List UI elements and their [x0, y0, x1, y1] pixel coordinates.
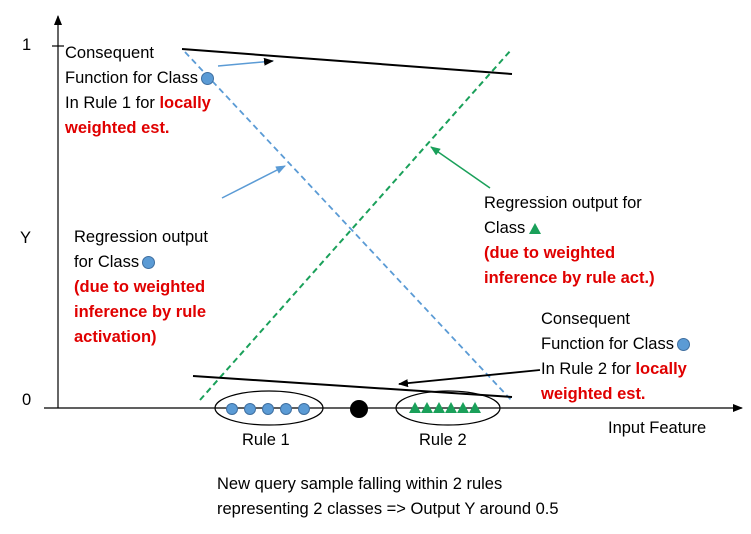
consequent1-line2: Function for Class	[65, 69, 198, 87]
consequent1-line3-row: In Rule 1 for locally	[65, 91, 214, 116]
green-sample-point	[409, 402, 421, 413]
regression-blue-line1: Regression output	[74, 228, 208, 246]
blue-sample-point	[262, 403, 274, 415]
consequent2-line2-row: Function for Class	[541, 332, 690, 357]
regression-blue-line3: (due to weighted	[74, 278, 206, 296]
rule2-label: Rule 2	[419, 431, 467, 449]
regression-blue-line4: inference by rule	[74, 303, 207, 321]
pointer-arrow-consequent2	[398, 369, 541, 388]
query-sample-point	[350, 400, 368, 418]
consequent-rule2-line	[192, 375, 513, 398]
consequent2-line3-prefix: In Rule 2 for	[541, 360, 636, 378]
blue-sample-point	[280, 403, 292, 415]
green-regression-line	[199, 49, 512, 401]
consequent2-line4: weighted est.	[541, 385, 646, 403]
consequent-rule1-label: Consequent Function for Class In Rule 1 …	[65, 41, 214, 141]
y-axis-label: Y	[20, 229, 32, 247]
rule1-samples	[226, 403, 310, 415]
y-tick-label-1: 1	[22, 36, 32, 54]
blue-circle-icon	[142, 256, 156, 270]
green-sample-point	[445, 402, 457, 413]
rule2-samples	[409, 402, 481, 413]
regression-green-line4: inference by rule act.)	[484, 269, 655, 287]
regression-green-label: Regression output for Class (due to weig…	[484, 191, 655, 291]
regression-blue-line5: activation)	[74, 328, 157, 346]
pointer-arrow-green-regression	[430, 146, 491, 189]
blue-regression-line	[184, 51, 514, 403]
blue-circle-icon	[200, 72, 214, 86]
regression-blue-line2: for Class	[74, 253, 140, 271]
consequent-rule1-line	[181, 48, 513, 75]
query-caption-line2: representing 2 classes => Output Y aroun…	[217, 500, 559, 518]
rule1-label: Rule 1	[242, 431, 290, 449]
query-caption: New query sample falling within 2 rules …	[217, 472, 559, 522]
query-caption-line1: New query sample falling within 2 rules	[217, 475, 503, 493]
regression-green-line3: (due to weighted	[484, 244, 616, 262]
regression-blue-label: Regression output for Class (due to weig…	[74, 225, 208, 350]
blue-sample-point	[226, 403, 238, 415]
rule2-ellipse	[395, 390, 501, 426]
green-sample-point	[457, 402, 469, 413]
green-triangle-icon	[529, 223, 542, 235]
regression-blue-line2-row: for Class	[74, 250, 208, 275]
regression-green-line1: Regression output for	[484, 194, 642, 212]
regression-green-line2: Class	[484, 219, 526, 237]
consequent2-line3-emph: locally	[635, 360, 687, 378]
pointer-arrow-consequent1	[217, 57, 274, 67]
consequent2-line3-row: In Rule 2 for locally	[541, 357, 690, 382]
blue-circle-icon	[676, 338, 690, 352]
regression-green-line2-row: Class	[484, 216, 655, 241]
y-tick-label-0: 0	[22, 391, 32, 409]
consequent2-line2: Function for Class	[541, 335, 674, 353]
consequent1-line1: Consequent	[65, 44, 154, 62]
pointer-arrow-blue-regression	[221, 165, 286, 199]
green-sample-point	[469, 402, 481, 413]
consequent1-line2-row: Function for Class	[65, 66, 214, 91]
green-sample-point	[421, 402, 433, 413]
rule1-ellipse	[214, 390, 324, 426]
x-axis-label: Input Feature	[608, 419, 707, 437]
consequent2-line1: Consequent	[541, 310, 630, 328]
consequent-rule2-label: Consequent Function for Class In Rule 2 …	[541, 307, 690, 407]
green-sample-point	[433, 402, 445, 413]
consequent1-line3-prefix: In Rule 1 for	[65, 94, 160, 112]
consequent1-line3-emph: locally	[159, 94, 211, 112]
consequent1-line4: weighted est.	[65, 119, 170, 137]
blue-sample-point	[244, 403, 256, 415]
blue-sample-point	[298, 403, 310, 415]
